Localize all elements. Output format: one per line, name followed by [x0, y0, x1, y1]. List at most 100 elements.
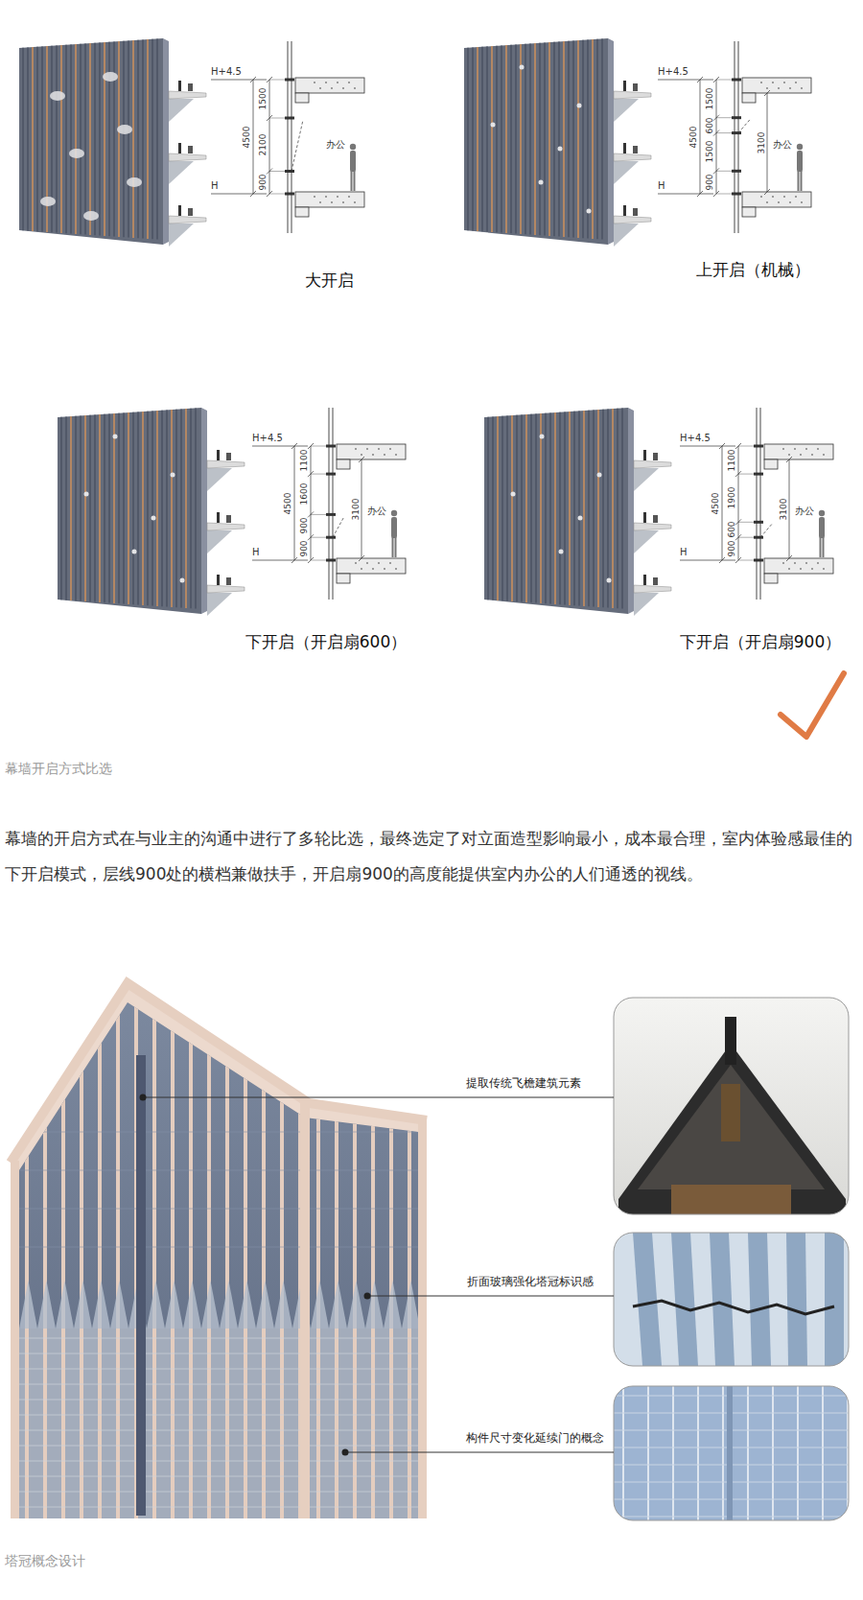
facade-fin: [544, 413, 547, 605]
concrete-hatch: [816, 447, 819, 450]
dimension-value: 4500: [711, 491, 721, 514]
folded-glass: [183, 1280, 202, 1329]
tower-transom: [0, 1208, 432, 1210]
grid-mullion: [622, 1385, 625, 1520]
floor-slab: [633, 460, 672, 468]
slab-shadow: [207, 592, 233, 616]
curtain-wall-line: [756, 407, 758, 600]
dimension-line: [361, 459, 363, 559]
concrete-hatch: [348, 195, 350, 198]
facade-fin: [132, 412, 135, 606]
concrete-hatch: [354, 561, 357, 564]
folded-glass: [37, 1280, 56, 1329]
tower-fin: [371, 958, 375, 1518]
folded-glass: [146, 1280, 165, 1329]
person: [178, 205, 182, 216]
floor-slab: [295, 191, 365, 208]
facade-fin: [553, 42, 556, 237]
option-name: 上开启（机械）: [696, 260, 811, 280]
floor-slab: [613, 91, 652, 99]
dimension-value: 1100: [300, 448, 309, 471]
option-drawing: [464, 38, 812, 247]
transom: [753, 559, 764, 562]
concrete-hatch: [389, 447, 392, 450]
floor-slab: [168, 91, 207, 99]
concrete-hatch: [766, 87, 769, 90]
concrete-hatch: [782, 561, 785, 564]
dimension-value: 2100: [258, 133, 268, 156]
floor-slab: [295, 77, 365, 94]
concrete-hatch: [816, 561, 819, 564]
dimension-value: 1100: [727, 448, 737, 471]
door-frame: [726, 1385, 733, 1520]
dimension-line: [310, 445, 312, 560]
tower-transom: [0, 1383, 432, 1385]
room-label: 办公: [326, 139, 346, 151]
facade-fin: [108, 42, 111, 237]
person: [391, 510, 397, 516]
facade-fin: [113, 413, 116, 604]
facade-fin: [137, 411, 140, 605]
photo-border: [613, 1385, 849, 1520]
facade-fin: [586, 39, 589, 238]
open-sash: [511, 491, 516, 497]
extension-line: [269, 117, 286, 119]
level-mark: H+4.5: [657, 66, 689, 78]
facade-fin: [539, 413, 542, 604]
level-mark: H: [210, 180, 219, 192]
furniture: [187, 208, 193, 216]
folded-glass: [401, 1280, 420, 1329]
facade-fin: [137, 40, 140, 239]
facade-fin: [36, 46, 39, 233]
bracket: [721, 1083, 741, 1142]
person: [178, 142, 182, 154]
tower-transom: [0, 1414, 432, 1416]
facade-fin: [596, 39, 599, 240]
dark-slot: [136, 1054, 146, 1516]
dimension-value: 1900: [727, 487, 737, 510]
person: [216, 512, 220, 523]
facade-fin: [60, 417, 63, 601]
dimension-line: [789, 459, 791, 559]
ridge-ornament: [724, 1016, 737, 1065]
facade-fin: [93, 414, 96, 602]
person: [800, 170, 803, 191]
option-name: 大开启: [304, 271, 354, 291]
person: [796, 143, 803, 150]
furniture: [632, 145, 638, 154]
concrete-hatch: [777, 201, 780, 204]
slab-shadow: [168, 223, 194, 247]
option-drawing: [19, 38, 365, 247]
glass-fold: [747, 1232, 771, 1366]
tower-fin: [152, 958, 157, 1518]
callout-label: 构件尺寸变化延续门的概念: [464, 1431, 607, 1446]
facade-fin: [601, 38, 604, 239]
dimension-value: 600: [705, 116, 715, 134]
concrete-hatch: [336, 81, 339, 84]
dimension-value: 1500: [258, 88, 268, 111]
figure-caption: 幕墙开启方式比选: [4, 760, 113, 776]
transom: [731, 192, 742, 196]
facade-fin: [515, 415, 518, 603]
facade-fin: [524, 44, 527, 235]
dimension-value: 600: [727, 521, 737, 538]
concrete-hatch: [336, 195, 339, 198]
person: [819, 536, 822, 558]
concrete-hatch: [760, 195, 763, 198]
open-sash: [151, 515, 157, 521]
concrete-hatch: [360, 453, 363, 456]
concrete-hatch: [348, 81, 350, 84]
person: [643, 449, 647, 461]
dimension-value: 900: [300, 517, 309, 535]
photo-border: [613, 1232, 849, 1366]
folded-glass: [92, 1280, 111, 1329]
facade-render: [464, 38, 608, 245]
facade-fin: [583, 410, 585, 607]
glass-fold: [632, 1232, 662, 1366]
tower-fin: [316, 958, 321, 1518]
folded-glass: [110, 1280, 129, 1329]
extension-line: [738, 536, 755, 538]
glass-fold: [786, 1232, 808, 1366]
leader-dot: [342, 1448, 350, 1456]
